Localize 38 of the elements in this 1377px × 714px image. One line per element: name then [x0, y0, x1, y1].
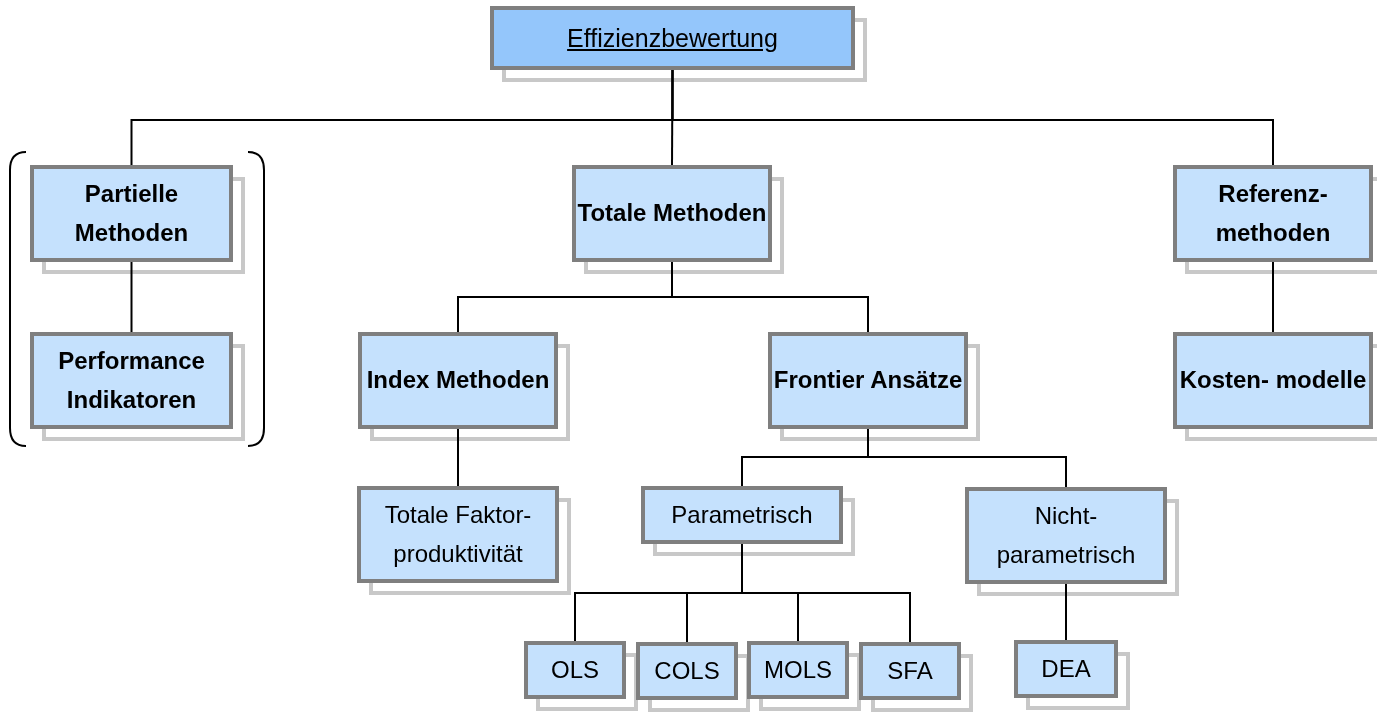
category-box	[30, 165, 233, 262]
connector-line	[457, 428, 459, 487]
category-box	[358, 332, 558, 429]
box-label: MOLS	[764, 654, 832, 685]
connector-line	[671, 69, 1274, 166]
connector-line	[1272, 261, 1274, 333]
box-label: Totale Methoden	[577, 198, 767, 229]
category-box	[1173, 332, 1373, 429]
box-label: Frontier Ansätze	[773, 365, 963, 396]
category-box	[357, 486, 559, 583]
box-label: SFA	[887, 655, 933, 686]
category-box	[1173, 165, 1373, 262]
category-box	[1014, 640, 1118, 698]
box-label: Performance Indikatoren	[57, 346, 206, 415]
category-box	[747, 641, 849, 699]
box-label: Referenz- methoden	[1214, 179, 1332, 248]
category-box	[965, 487, 1167, 584]
category-box	[30, 332, 233, 429]
category-box	[768, 332, 968, 429]
category-box	[572, 165, 772, 262]
category-box	[859, 642, 961, 700]
category-box	[524, 641, 626, 699]
box-label: Totale Faktor- produktivität	[383, 500, 533, 569]
box-label: Kosten- modelle	[1179, 365, 1367, 396]
box-label: Nicht- parametrisch	[995, 501, 1137, 570]
box-label: Index Methoden	[366, 365, 550, 396]
connector-line	[1065, 583, 1067, 641]
box-label: OLS	[551, 654, 599, 685]
box-label: Effizienzbewertung	[567, 23, 778, 54]
title-box	[490, 6, 855, 70]
connector-line	[130, 261, 133, 333]
connector-line	[671, 69, 674, 166]
box-label: Partielle Methoden	[73, 179, 190, 248]
category-box	[636, 642, 738, 700]
box-label: COLS	[654, 655, 720, 686]
box-label: Parametrisch	[671, 499, 813, 530]
box-label: DEA	[1041, 653, 1091, 684]
category-box	[641, 486, 843, 544]
